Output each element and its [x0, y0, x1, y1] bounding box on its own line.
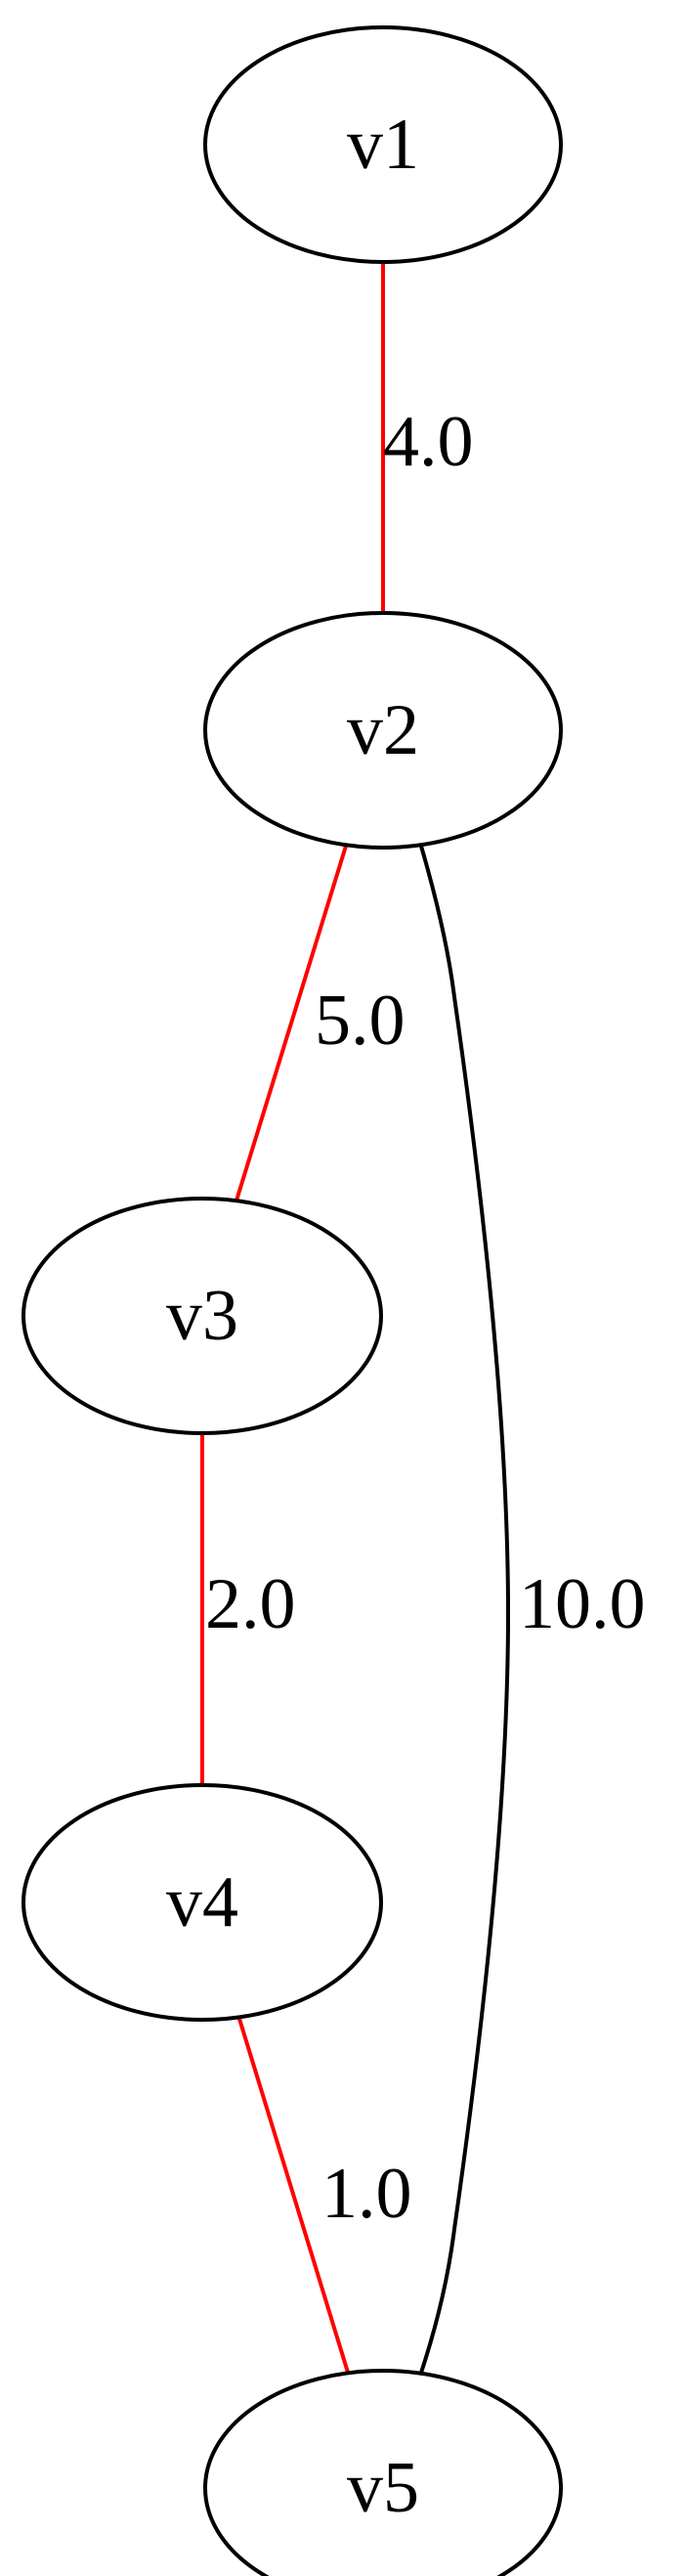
- edge-weight-label: 1.0: [321, 2154, 412, 2234]
- edge-weight-label: 2.0: [205, 1564, 296, 1644]
- node-v2: v2: [203, 611, 563, 850]
- node-label: v4: [166, 1862, 238, 1943]
- edge-v2-v5: 10.0: [418, 842, 646, 2377]
- node-label: v1: [347, 105, 419, 185]
- edge-line: [235, 842, 349, 1201]
- node-v3: v3: [21, 1197, 383, 1435]
- node-label: v2: [347, 690, 419, 770]
- edge-v2-v3: 5.0: [235, 842, 406, 1201]
- node-v1: v1: [203, 25, 563, 264]
- node-label: v5: [347, 2448, 419, 2528]
- edge-line: [418, 842, 511, 2377]
- edge-weight-label: 4.0: [383, 402, 474, 482]
- node-v4: v4: [21, 1783, 383, 2022]
- node-shape: [203, 611, 563, 850]
- edge-line: [237, 2018, 351, 2377]
- edge-weight-label: 5.0: [315, 981, 406, 1061]
- node-shape: [21, 1783, 383, 2022]
- node-shape: [203, 25, 563, 264]
- node-label: v3: [166, 1276, 238, 1356]
- edge-v4-v5: 1.0: [237, 2018, 412, 2377]
- node-v5: v5: [203, 2369, 563, 2576]
- node-shape: [21, 1197, 383, 1435]
- edge-v1-v2: 4.0: [381, 262, 474, 614]
- edge-weight-label: 10.0: [519, 1564, 646, 1644]
- edge-v3-v4: 2.0: [200, 1433, 296, 1785]
- node-shape: [203, 2369, 563, 2576]
